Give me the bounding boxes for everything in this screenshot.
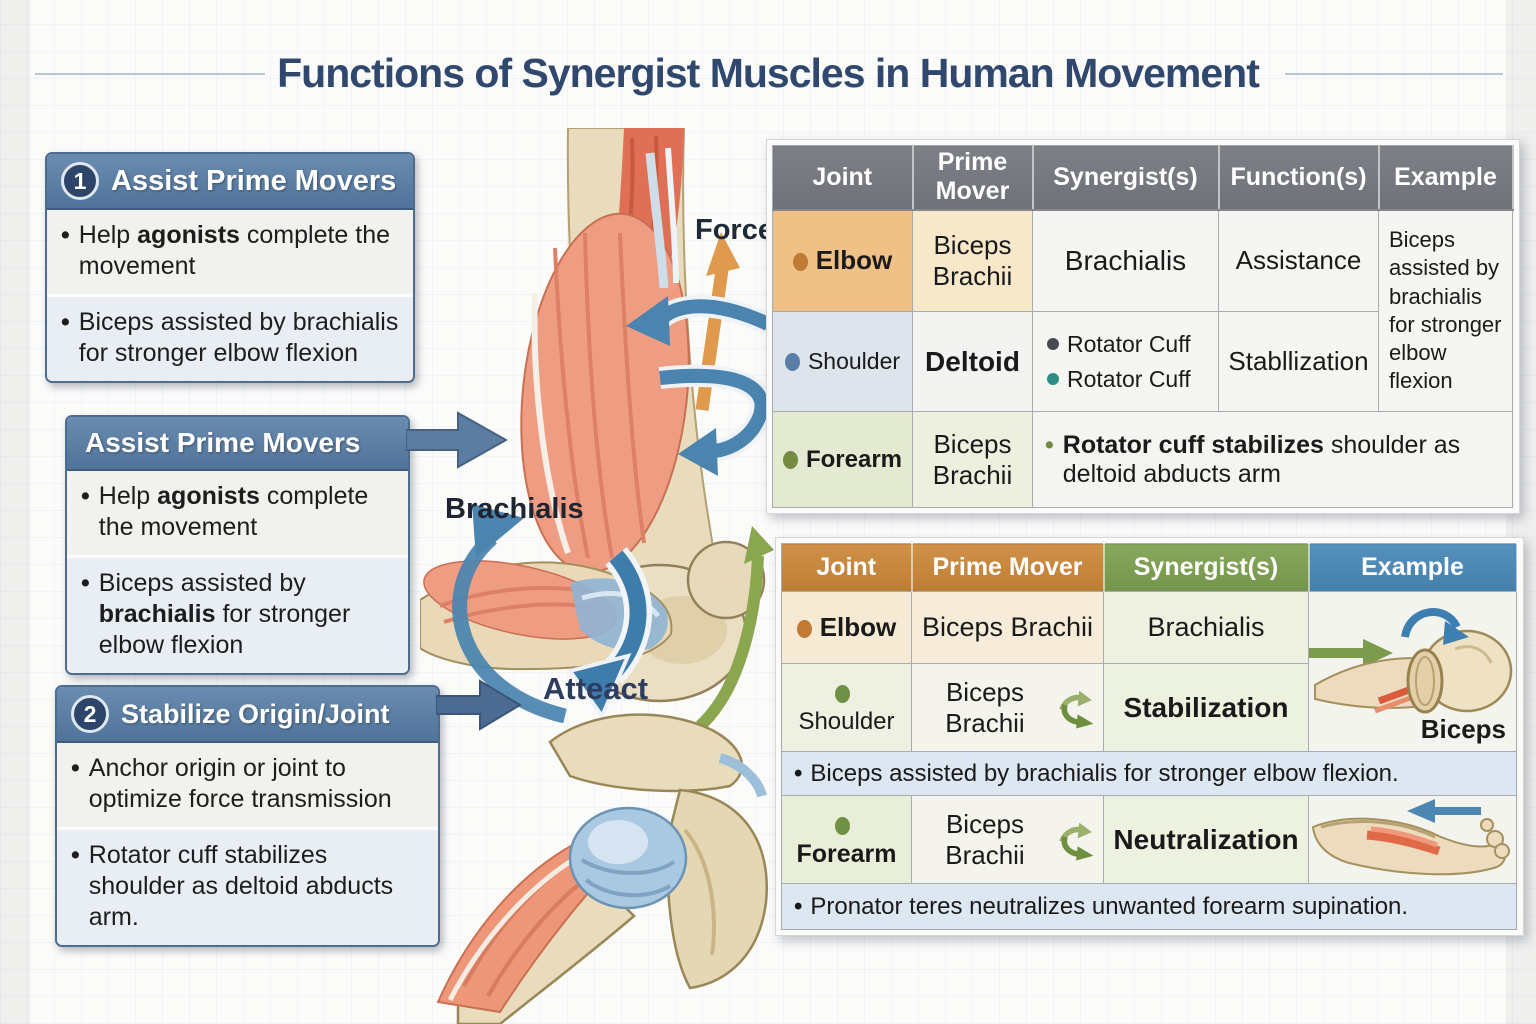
table2-header-synergists: Synergist(s): [1103, 543, 1310, 592]
table1-forearm-cell: Forearm: [772, 411, 913, 508]
table2-note-row-2: Pronator teres neutralizes unwanted fore…: [781, 883, 1517, 930]
green-exchange-arrows-icon: [1059, 690, 1094, 729]
force-label: Force: [695, 214, 774, 246]
number-2-badge: 2: [71, 695, 109, 733]
callout-box-assist-prime-movers-2: Assist Prime Movers Help agonists comple…: [65, 415, 410, 675]
table2-header-joint: Joint: [781, 543, 913, 592]
table2-elbow-synergist: Brachialis: [1103, 591, 1309, 664]
table2-elbow-prime-mover: Biceps Brachii: [911, 591, 1104, 664]
table1-example-cell: Biceps assisted by brachialis for strong…: [1378, 209, 1513, 412]
callout-box-assist-prime-movers-1: 1 Assist Prime Movers Help agonists comp…: [45, 152, 415, 383]
green-exchange-arrows-icon: [1059, 822, 1094, 861]
table2-forearm-cell: Forearm: [781, 795, 912, 884]
page-title: Functions of Synergist Muscles in Human …: [277, 50, 1260, 96]
box3-bullet-2: Rotator cuff stabilizes shoulder as delt…: [57, 827, 438, 945]
table2-elbow-cell: Elbow: [781, 591, 912, 664]
box1-bullet-1: Help agonists complete the movement: [47, 210, 413, 294]
table2-row-shoulder: Shoulder Biceps Brachii Stabilization: [781, 663, 1517, 752]
synergist-functions-table: Joint Prime Mover Synergist(s) Function(…: [772, 145, 1514, 508]
synergist-examples-table-panel: Joint Prime Mover Synergist(s) Example E…: [775, 537, 1524, 936]
table1-header-row: Joint Prime Mover Synergist(s) Function(…: [772, 145, 1514, 211]
shoulder-dot-icon: [835, 684, 850, 703]
box2-pointer-arrow-icon: [406, 411, 508, 469]
table1-header-functions: Function(s): [1218, 145, 1380, 211]
table2-shoulder-cell: Shoulder: [781, 663, 912, 752]
table2-forearm-prime-mover: Biceps Brachii: [911, 795, 1104, 884]
attach-label: Atteact: [543, 671, 649, 706]
box2-bullet-2: Biceps assisted by brachialis for strong…: [67, 555, 408, 673]
table1-shoulder-cell: Shoulder: [772, 311, 913, 412]
synergist-functions-table-panel: Joint Prime Mover Synergist(s) Function(…: [766, 139, 1520, 514]
synergist-examples-table: Joint Prime Mover Synergist(s) Example E…: [781, 543, 1518, 930]
biceps-example-label: Biceps: [1420, 714, 1506, 744]
box2-header: Assist Prime Movers: [67, 417, 408, 471]
title-rule-right: [1285, 73, 1503, 75]
table1-shoulder-function: Stabllization: [1218, 311, 1379, 412]
table1-row-forearm: Forearm Biceps Brachii Rotator cuff stab…: [772, 411, 1513, 508]
elbow-dot-icon: [796, 620, 812, 638]
elbow-anatomy-illustration: [420, 128, 774, 728]
table2-forearm-example-cell: [1308, 795, 1517, 884]
table2-note-row-1: Biceps assisted by brachialis for strong…: [781, 751, 1517, 796]
table1-header-prime-mover: Prime Mover: [912, 145, 1034, 211]
teal-dot-icon: [1047, 373, 1059, 385]
table2-shoulder-prime-mover: Biceps Brachii: [911, 663, 1104, 752]
table1-row-elbow: Elbow Biceps Brachii Brachialis Assistan…: [772, 209, 1513, 412]
table1-header-joint: Joint: [772, 145, 914, 211]
synergist-item-1: Rotator Cuff: [1047, 327, 1210, 362]
box2-header-label: Assist Prime Movers: [85, 427, 361, 458]
table1-elbow-synergist: Brachialis: [1032, 209, 1219, 312]
table2-header-prime-mover: Prime Mover: [911, 543, 1105, 592]
table2-row-forearm: Forearm Biceps Brachii Neutralization: [781, 795, 1517, 884]
elbow-dot-icon: [792, 253, 808, 272]
box3-bullet-1: Anchor origin or joint to optimize force…: [57, 743, 438, 827]
table1-elbow-prime-mover: Biceps Brachii: [912, 209, 1033, 312]
table1-elbow-function: Assistance: [1218, 209, 1379, 312]
forearm-dot-icon: [835, 816, 850, 835]
extended-forearm-illustration: [1311, 798, 1510, 875]
brachialis-label: Brachialis: [445, 493, 584, 525]
shoulder-dot-icon: [784, 353, 800, 371]
box1-header: 1 Assist Prime Movers: [47, 154, 413, 210]
table2-note-2: Pronator teres neutralizes unwanted fore…: [781, 883, 1517, 930]
callout-box-stabilize-origin-joint: 2 Stabilize Origin/Joint Anchor origin o…: [55, 685, 440, 947]
box1-header-label: Assist Prime Movers: [111, 164, 397, 197]
flexed-arm-illustration: [1309, 607, 1513, 713]
table1-header-synergists: Synergist(s): [1032, 145, 1220, 211]
table2-header-row: Joint Prime Mover Synergist(s) Example: [781, 543, 1518, 592]
table1-row-shoulder: Shoulder Deltoid Rotator Cuff Rotator Cu…: [772, 311, 1513, 412]
table2-shoulder-synergist: Stabilization: [1103, 663, 1309, 752]
box3-pointer-arrow-icon: [436, 679, 522, 731]
title-rule-left: [35, 73, 265, 75]
table1-forearm-prime-mover: Biceps Brachii: [912, 411, 1033, 508]
table1-shoulder-synergists: Rotator Cuff Rotator Cuff: [1032, 311, 1219, 412]
table2-forearm-synergist: Neutralization: [1103, 795, 1309, 884]
table2-header-example: Example: [1308, 543, 1518, 592]
dark-dot-icon: [1047, 338, 1059, 350]
box3-header-label: Stabilize Origin/Joint: [121, 698, 390, 729]
table1-forearm-note: Rotator cuff stabilizes shoulder as delt…: [1032, 411, 1513, 508]
synergist-item-2: Rotator Cuff: [1047, 362, 1210, 397]
number-1-badge: 1: [61, 162, 99, 200]
shoulder-anatomy-illustration: [436, 713, 768, 1024]
table2-row-elbow: Elbow Biceps Brachii Brachialis: [781, 591, 1517, 752]
forearm-dot-icon: [782, 450, 798, 469]
box1-bullet-2: Biceps assisted by brachialis for strong…: [47, 294, 413, 381]
box2-bullet-1: Help agonists complete the movement: [67, 471, 408, 555]
table1-header-example: Example: [1378, 145, 1514, 211]
table1-shoulder-prime-mover: Deltoid: [912, 311, 1033, 412]
table1-elbow-cell: Elbow: [772, 209, 913, 312]
table2-biceps-example-cell: Biceps: [1308, 591, 1517, 752]
box3-header: 2 Stabilize Origin/Joint: [57, 687, 438, 743]
table2-note-1: Biceps assisted by brachialis for strong…: [781, 751, 1517, 796]
